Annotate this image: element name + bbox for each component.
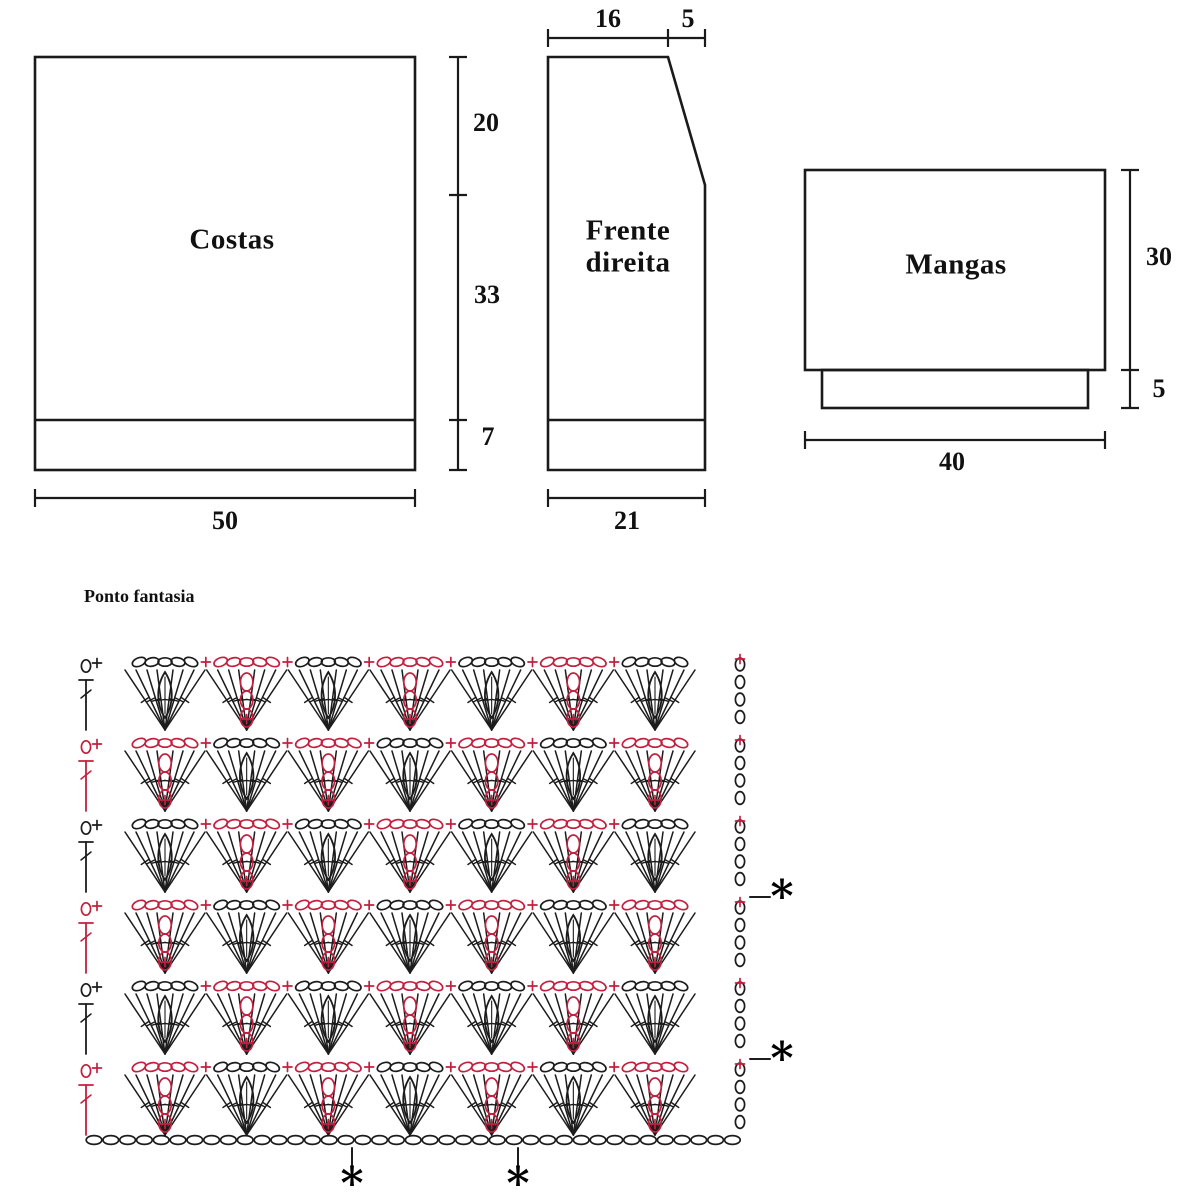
frente-outline xyxy=(546,55,707,472)
mangas-outline xyxy=(803,168,1107,410)
frente-dim-16: 16 xyxy=(595,4,621,33)
mangas-dim-5: 5 xyxy=(1152,374,1166,403)
mangas-width-dimension xyxy=(803,431,1107,449)
repeat-marker-bottom-right: * xyxy=(506,1158,530,1200)
repeat-marker-right-bottom: * xyxy=(770,1033,794,1084)
mangas-dim-30: 30 xyxy=(1146,242,1172,271)
costas-dim-20: 20 xyxy=(473,108,499,137)
costas-outline xyxy=(33,55,417,472)
stitch-chart-title: Ponto fantasia xyxy=(84,586,195,606)
mangas-height-dimension xyxy=(1121,168,1139,410)
costas-dim-33: 33 xyxy=(474,280,500,309)
repeat-marker-bottom-left: * xyxy=(340,1158,364,1200)
frente-dim-21: 21 xyxy=(614,506,640,535)
repeat-marker-right-top: * xyxy=(770,871,794,922)
costas-dim-7: 7 xyxy=(481,422,495,451)
mangas-dim-40: 40 xyxy=(939,447,965,476)
costas-width-dimension xyxy=(33,489,417,507)
costas-dim-50: 50 xyxy=(212,506,238,535)
frente-dim-5: 5 xyxy=(681,4,695,33)
piece-label-frente-line1: Frente xyxy=(585,214,671,247)
piece-label-mangas: Mangas xyxy=(905,248,1007,281)
frente-width-dimension xyxy=(546,489,707,507)
piece-label-costas: Costas xyxy=(189,223,275,256)
costas-height-dimension xyxy=(449,55,467,472)
mangas-cuff xyxy=(820,368,1090,410)
piece-label-frente-line2: direita xyxy=(585,246,671,279)
frente-top-dimension xyxy=(546,29,707,47)
